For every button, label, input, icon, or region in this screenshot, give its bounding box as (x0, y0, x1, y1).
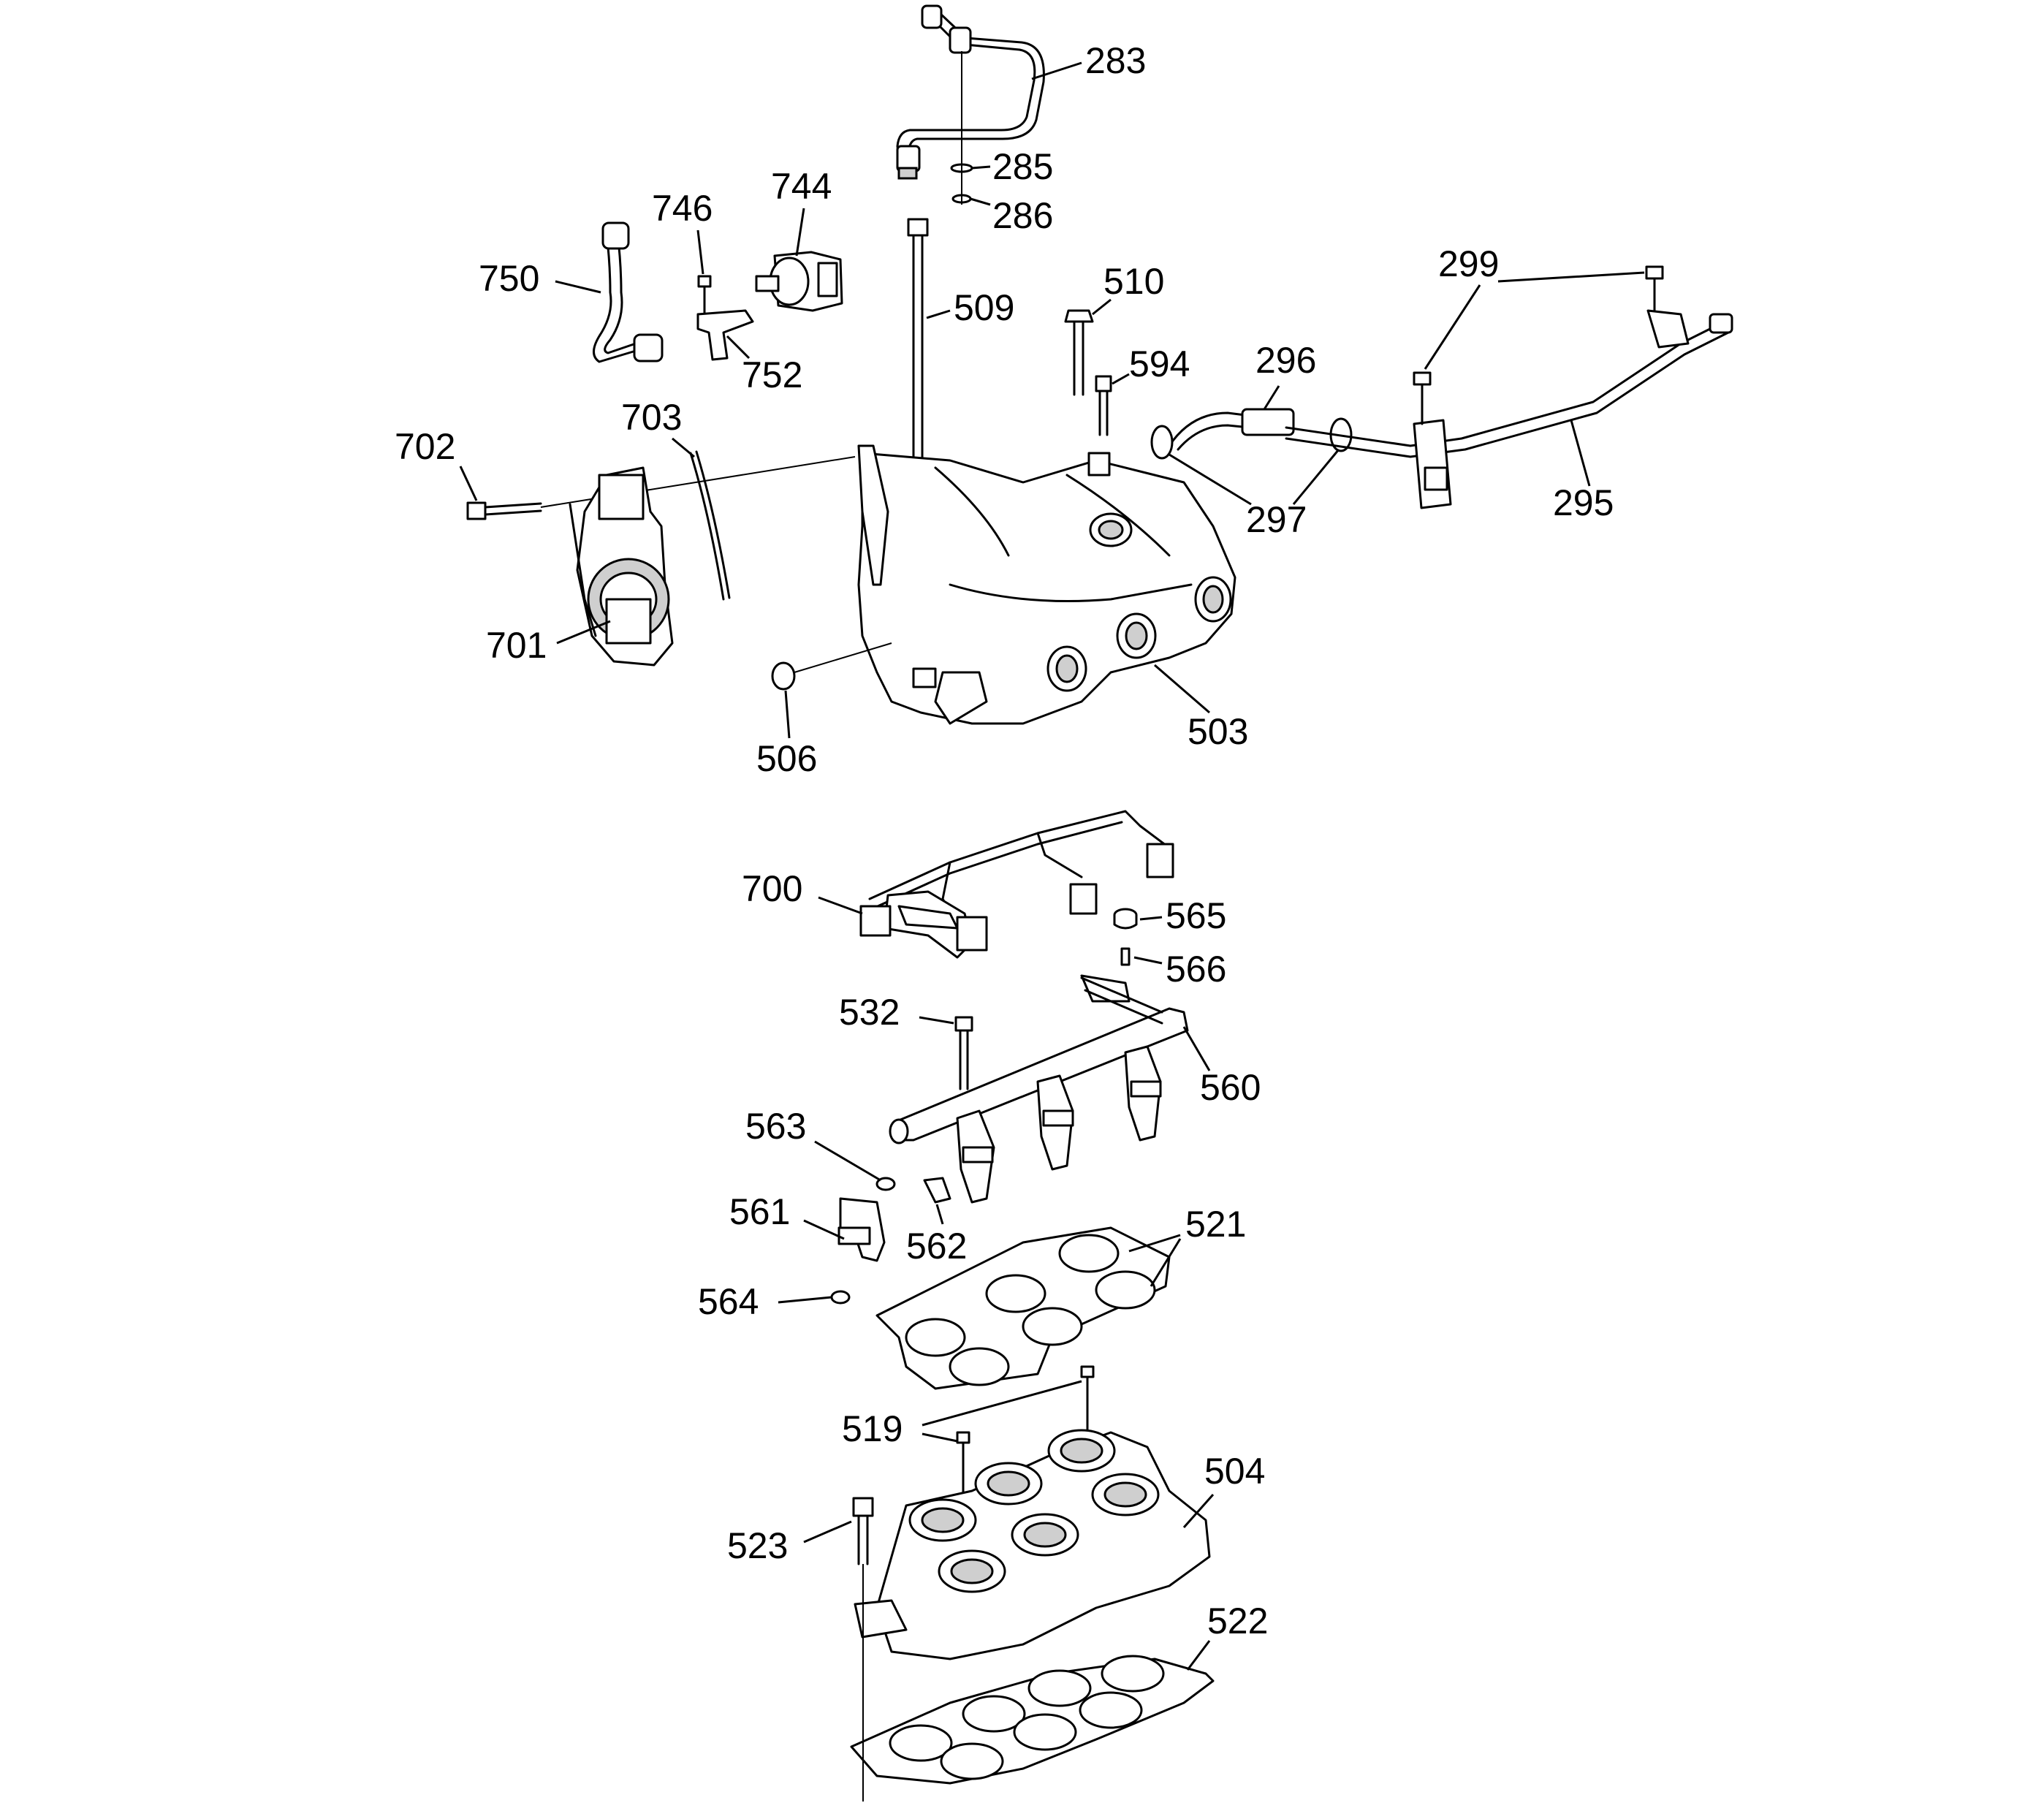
throttle-body-701 (569, 466, 674, 667)
bolt-532 (954, 1016, 973, 1090)
seal-563 (875, 1177, 896, 1191)
callout-285: 285 (992, 146, 1053, 187)
callout-752: 752 (742, 354, 802, 395)
callout-560: 560 (1200, 1067, 1261, 1108)
callout-503: 503 (1188, 711, 1248, 752)
gasket-703 (689, 450, 731, 601)
purge-solenoid-744 (755, 251, 843, 312)
cap-565 (1113, 908, 1138, 930)
callout-504: 504 (1204, 1451, 1265, 1492)
callout-594: 594 (1129, 343, 1190, 384)
callout-746: 746 (652, 188, 713, 229)
seal-506 (771, 661, 796, 691)
bracket-752 (696, 309, 754, 361)
callout-750: 750 (479, 258, 539, 299)
pipe-295 (1285, 309, 1733, 509)
callout-700: 700 (742, 868, 802, 909)
bolts-299 (1413, 265, 1664, 425)
stud-594 (1095, 375, 1112, 436)
callout-296: 296 (1255, 340, 1316, 381)
wiring-harness-700 (859, 810, 1174, 959)
bolt-510 (1064, 309, 1094, 396)
callout-702: 702 (395, 426, 455, 467)
callout-283: 283 (1085, 40, 1146, 81)
callout-561: 561 (729, 1191, 790, 1232)
clip-562 (923, 1177, 951, 1204)
callout-703: 703 (621, 397, 682, 438)
callout-299: 299 (1438, 243, 1499, 284)
fuel-rail-560 (889, 974, 1189, 1144)
callout-295: 295 (1553, 482, 1614, 523)
injector-561 (837, 1197, 886, 1262)
callout-564: 564 (698, 1281, 759, 1322)
seal-564 (830, 1290, 851, 1305)
lower-intake-manifold-504 (854, 1429, 1211, 1660)
gasket-521 (875, 1226, 1171, 1390)
bolt-702 (466, 501, 542, 520)
callout-519: 519 (842, 1408, 903, 1449)
callout-563: 563 (745, 1106, 806, 1147)
callout-522: 522 (1207, 1601, 1268, 1641)
callout-523: 523 (727, 1525, 788, 1566)
callout-566: 566 (1166, 949, 1226, 990)
callout-521: 521 (1185, 1204, 1246, 1245)
callout-509: 509 (954, 287, 1014, 328)
gasket-522 (850, 1655, 1215, 1785)
callout-532: 532 (839, 992, 900, 1033)
valve-566 (1120, 947, 1131, 966)
callout-562: 562 (906, 1226, 967, 1267)
callout-297: 297 (1246, 499, 1307, 540)
vacuum-hose-750 (593, 221, 664, 363)
vacuum-tube-283 (896, 4, 1045, 205)
callout-565: 565 (1166, 895, 1226, 936)
hose-296 (1168, 408, 1295, 451)
callout-510: 510 (1103, 261, 1164, 302)
callout-744: 744 (771, 166, 832, 207)
bolt-523 (852, 1497, 874, 1801)
fuel-injectors (956, 1045, 1162, 1204)
upper-intake-manifold-503 (857, 444, 1236, 725)
callout-701: 701 (486, 625, 547, 666)
callout-286: 286 (992, 195, 1053, 236)
callout-506: 506 (756, 738, 817, 779)
